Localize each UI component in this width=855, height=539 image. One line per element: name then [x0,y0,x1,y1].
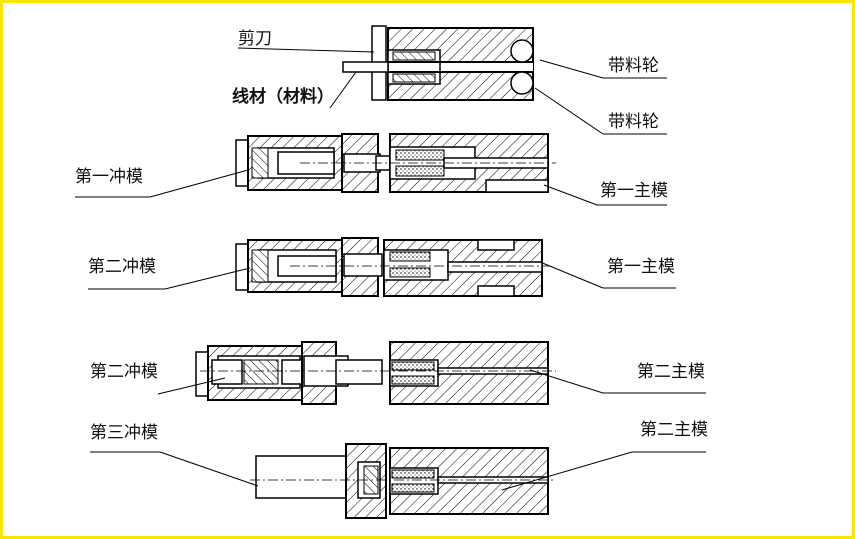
stage-feed [342,25,534,101]
label-punch-1: 第一冲模 [75,167,143,187]
label-feed-roller-top: 带料轮 [608,56,659,76]
label-main-die-2-a: 第二主模 [637,362,705,382]
label-punch-2-b: 第二冲模 [90,362,158,382]
punch-3-body [255,455,357,499]
stage-1 [235,133,556,193]
label-punch-2-a: 第二冲模 [88,257,156,277]
stage-3 [195,341,556,405]
label-feed-roller-bottom: 带料轮 [608,112,659,132]
feed-roller-top [510,39,534,63]
label-punch-3: 第三冲模 [90,423,158,443]
label-main-die-2-b: 第二主模 [640,420,708,440]
label-main-die-1-b: 第一主模 [607,257,675,277]
feed-roller-bottom [510,71,534,95]
label-main-die-1-a: 第一主模 [600,181,668,201]
label-shear: 剪刀 [238,29,272,49]
stage-2 [235,237,550,297]
label-wire: 线材（材料） [232,86,334,107]
stage-4 [250,443,556,519]
wire-stock [342,61,389,73]
